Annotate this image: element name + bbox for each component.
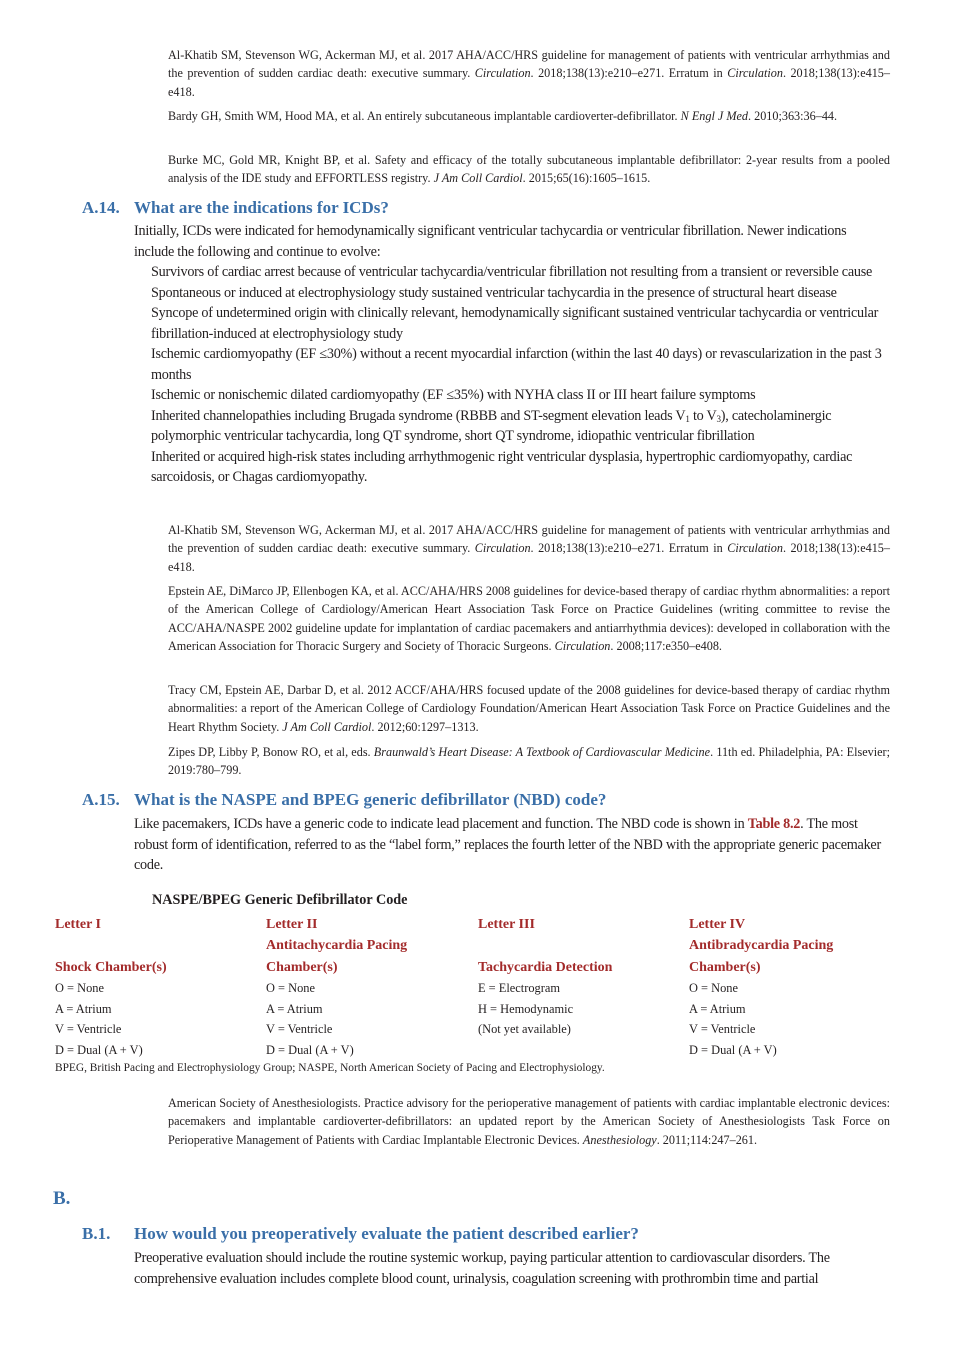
table-column-letter-2: Letter II Antitachycardia Pacing Chamber… [266, 914, 466, 1060]
question-heading-b1: B.1.How would you preoperatively evaluat… [82, 1224, 639, 1243]
question-heading-a15: A.15.What is the NASPE and BPEG generic … [82, 790, 607, 809]
table-cell: H = Hemodynamic [478, 1001, 574, 1016]
table-cell: O = None [689, 981, 738, 995]
table-column-letter-4: Letter IV Antibradycardia Pacing Chamber… [689, 914, 889, 1060]
list-item: Inherited or acquired high-risk states i… [151, 448, 853, 486]
column-header: Letter I Shock Chamber(s) [55, 917, 167, 975]
table-cell: V = Ventricle [689, 1022, 756, 1036]
list-item: Survivors of cardiac arrest because of v… [151, 264, 873, 280]
table-title: NASPE/BPEG Generic Defibrillator Code [152, 892, 408, 908]
table-cell: E = Electrogram [478, 981, 560, 995]
icd-indication-list: Survivors of cardiac arrest because of v… [151, 262, 889, 488]
table-footnote: BPEG, British Pacing and Electrophysiolo… [55, 1062, 605, 1074]
table-link[interactable]: Table 8.2 [747, 816, 801, 832]
table-column-letter-3: Letter III Tachycardia Detection E = Ele… [478, 914, 678, 1040]
reference-al-khatib: Al-Khatib SM, Stevenson WG, Ackerman MJ,… [168, 48, 890, 99]
reference-burke: Burke MC, Gold MR, Knight BP, et al. Saf… [168, 153, 890, 186]
table-cell: D = Dual (A + V) [689, 1042, 777, 1057]
table-cell: A = Atrium [689, 1001, 746, 1016]
table-cell: A = Atrium [55, 1001, 112, 1016]
list-item: Syncope of undetermined origin with clin… [151, 305, 879, 342]
list-item: Inherited channelopathies including Brug… [151, 407, 832, 445]
table-cell: O = None [266, 981, 315, 995]
table-cell: V = Ventricle [55, 1022, 122, 1036]
list-item: Spontaneous or induced at electrophysiol… [151, 284, 837, 301]
column-header: Letter IV Antibradycardia Pacing Chamber… [689, 917, 834, 975]
reference-epstein: Epstein AE, DiMarco JP, Ellenbogen KA, e… [168, 584, 890, 654]
paragraph-icd-intro: Initially, ICDs were indicated for hemod… [134, 223, 847, 260]
table-cell: D = Dual (A + V) [55, 1042, 143, 1057]
table-cell: V = Ventricle [266, 1022, 333, 1036]
paragraph-nbd-code: Like pacemakers, ICDs have a generic cod… [134, 816, 881, 873]
table-cell: D = Dual (A + V) [266, 1042, 354, 1057]
reference-al-khatib-2: Al-Khatib SM, Stevenson WG, Ackerman MJ,… [168, 523, 890, 574]
paragraph-preoperative-evaluation: Preoperative evaluation should include t… [134, 1250, 830, 1287]
question-heading-a14: A.14.What are the indications for ICDs? [82, 198, 389, 217]
reference-asa: American Society of Anesthesiologists. P… [168, 1096, 890, 1147]
table-cell: O = None [55, 981, 104, 995]
table-column-letter-1: Letter I Shock Chamber(s) O = None A = A… [55, 914, 255, 1060]
list-item: Ischemic or nonischemic dilated cardiomy… [151, 387, 756, 403]
list-item: Ischemic cardiomyopathy (EF ≤30%) withou… [151, 346, 882, 383]
section-heading-b: B. [53, 1188, 71, 1209]
column-header: Letter II Antitachycardia Pacing Chamber… [266, 917, 408, 975]
reference-bardy: Bardy GH, Smith WM, Hood MA, et al. An e… [168, 109, 838, 123]
table-cell: A = Atrium [266, 1001, 323, 1016]
reference-zipes: Zipes DP, Libby P, Bonow RO, et al, eds.… [168, 745, 890, 778]
column-header: Letter III Tachycardia Detection [478, 917, 613, 975]
table-cell: (Not yet available) [478, 1022, 571, 1036]
reference-tracy: Tracy CM, Epstein AE, Darbar D, et al. 2… [168, 683, 890, 734]
